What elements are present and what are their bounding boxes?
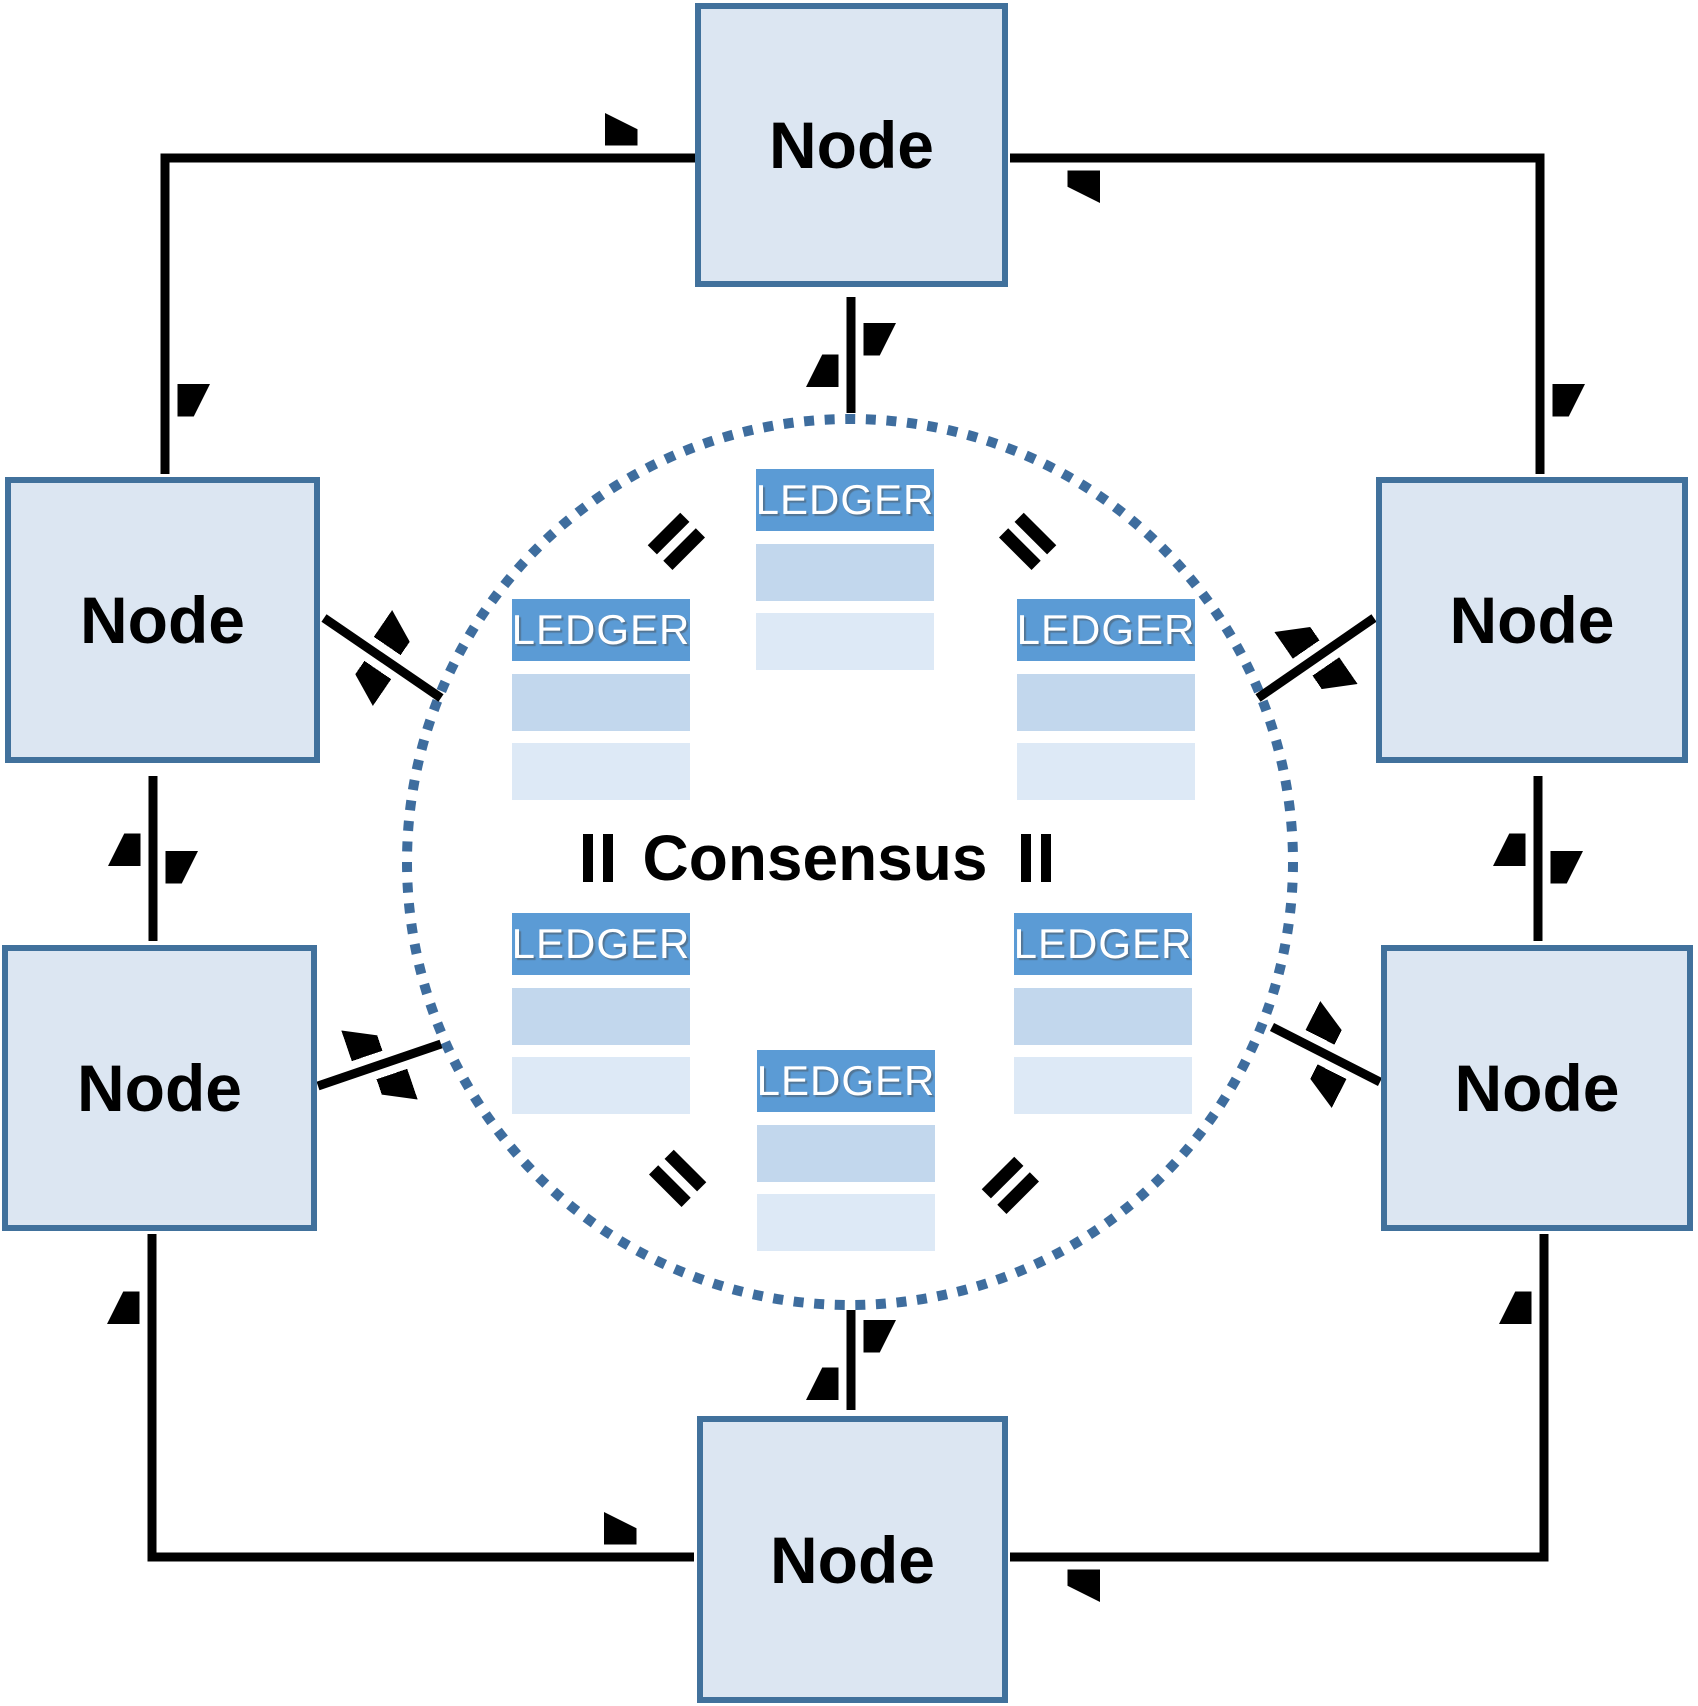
node-upper-left: Node: [5, 477, 320, 763]
ledger-mid-right: LEDGER: [1017, 599, 1195, 800]
equals-icon-mid-right: [1021, 834, 1051, 882]
arrow-diagonal-lower-right: [1269, 1027, 1383, 1082]
ledger-top: LEDGER: [756, 469, 934, 670]
ledger-row: [1017, 743, 1195, 800]
node-label: Node: [1454, 1051, 1620, 1125]
arrow-diagonal-upper-left: [321, 618, 444, 698]
ledger-header: LEDGER: [757, 1050, 935, 1112]
connector-top-left-corner: [160, 158, 695, 474]
ledger-row: [1017, 674, 1195, 731]
node-lower-right: Node: [1381, 945, 1693, 1231]
node-label: Node: [770, 1522, 935, 1597]
node-top: Node: [695, 3, 1008, 287]
ledger-row: [512, 743, 690, 800]
connector-bottom-right-corner: [1010, 1234, 1549, 1557]
ledger-row: [757, 1194, 935, 1251]
ledger-row: [1014, 988, 1192, 1045]
dotted-consensus-circle: [402, 414, 1298, 1310]
ledger-header: LEDGER: [756, 469, 934, 531]
ledger-header: LEDGER: [1017, 599, 1195, 661]
ledger-row: [1014, 1057, 1192, 1114]
node-label: Node: [769, 108, 934, 182]
arrow-diagonal-upper-right: [1255, 614, 1377, 702]
ledger-row: [757, 1125, 935, 1182]
ledger-lower-right: LEDGER: [1014, 913, 1192, 1114]
node-bottom: Node: [697, 1416, 1008, 1703]
node-upper-right: Node: [1376, 477, 1688, 763]
node-lower-left: Node: [2, 945, 317, 1231]
ledger-header: LEDGER: [512, 913, 690, 975]
connector-top-right-corner: [1010, 153, 1540, 474]
arrow-diagonal-lower-left: [316, 1044, 443, 1086]
ledger-row: [756, 613, 934, 670]
connector-bottom-left-corner: [152, 1234, 694, 1562]
node-label: Node: [77, 1051, 242, 1125]
ledger-row: [756, 544, 934, 601]
ledger-row: [512, 1057, 690, 1114]
ledger-row: [512, 674, 690, 731]
equals-icon-mid-left: [583, 834, 613, 882]
node-label: Node: [1449, 583, 1615, 657]
ledger-header: LEDGER: [512, 599, 690, 661]
ledger-mid-left: LEDGER: [512, 599, 690, 800]
consensus-label: Consensus: [642, 822, 988, 894]
ledger-lower-left: LEDGER: [512, 913, 690, 1114]
ledger-header: LEDGER: [1014, 913, 1192, 975]
node-label: Node: [80, 583, 245, 657]
ledger-bottom: LEDGER: [757, 1050, 935, 1251]
ledger-row: [512, 988, 690, 1045]
